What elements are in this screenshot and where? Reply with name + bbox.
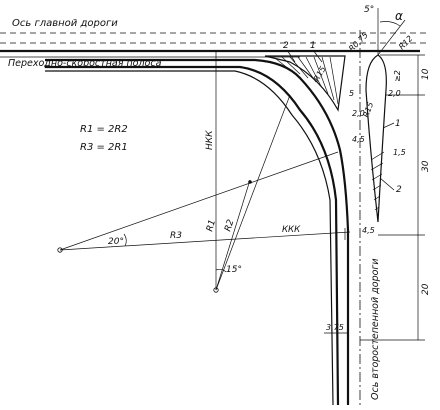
inner-curb-line — [45, 70, 334, 406]
alpha-arc — [379, 21, 401, 27]
alpha-label: α — [395, 9, 403, 23]
main-road-axis-label: Ось главной дороги — [12, 18, 118, 29]
dim-5-label: 5 — [349, 89, 354, 98]
angle-20-label: 20° — [108, 237, 124, 247]
inner-curb-edge — [45, 65, 340, 406]
secondary-road-axis-label: Ось второстепенной дороги — [370, 258, 381, 400]
dim-30-label: 30 — [421, 160, 431, 172]
angle-5-label: 5° — [364, 5, 374, 15]
r1-label: R1 — [205, 219, 218, 233]
upper-island-outline — [264, 55, 346, 112]
center-point-r1 — [213, 287, 219, 293]
dim-4-5-upper-label: 4,5 — [352, 135, 365, 144]
angle-ray-alpha — [377, 19, 406, 56]
nkk-label: НКК — [205, 130, 215, 150]
leader-mark-2-lower — [379, 177, 395, 191]
mark-1-upper: 1 — [310, 41, 316, 51]
teardrop-island — [365, 54, 387, 223]
speed-lane-edge — [45, 58, 350, 405]
dim-3-75-label: 3,75 — [326, 323, 344, 332]
leader-mark-2-upper — [286, 49, 296, 63]
teardrop-hatching — [370, 151, 385, 211]
kkk-label: ККК — [282, 225, 301, 235]
dim-20-label: 20 — [421, 283, 431, 295]
angle-15-arc — [215, 268, 227, 273]
dim-2-0-right-label: 2,0 — [388, 89, 401, 98]
r3-line-horizontal — [59, 231, 351, 251]
r2-label: R2 — [223, 218, 236, 233]
formula-r3: R3 = 2R1 — [80, 142, 128, 153]
formula-r1: R1 = 2R2 — [80, 124, 128, 135]
mark-1-lower: 1 — [395, 119, 401, 129]
r3-label: R3 — [170, 231, 182, 241]
mark-2-upper: 2 — [283, 41, 289, 51]
r1-line — [215, 94, 291, 291]
leader-mark-1-lower — [382, 122, 395, 129]
center-point-r3 — [57, 247, 63, 253]
dim-2-0-left-label: 2,0 — [352, 109, 365, 118]
upper-island-hatching — [274, 56, 339, 105]
dim-10-label: 10 — [421, 68, 431, 80]
speed-lane-label: Переходно-скоростная полоса — [8, 58, 162, 69]
angle-15-label: 15° — [226, 265, 242, 275]
angle-20-arc — [123, 233, 127, 247]
r12-label: R12 — [397, 34, 415, 52]
dim-4-5-lower-label: 4,5 — [362, 226, 375, 235]
leader-mark-1-upper — [312, 49, 323, 63]
dim-1-5-label: 1,5 — [393, 148, 406, 157]
dim-ge2-label: ≥2 — [393, 70, 402, 82]
mark-2-lower: 2 — [396, 185, 402, 195]
r3-line-upper — [59, 151, 339, 251]
r2-line — [215, 179, 251, 291]
